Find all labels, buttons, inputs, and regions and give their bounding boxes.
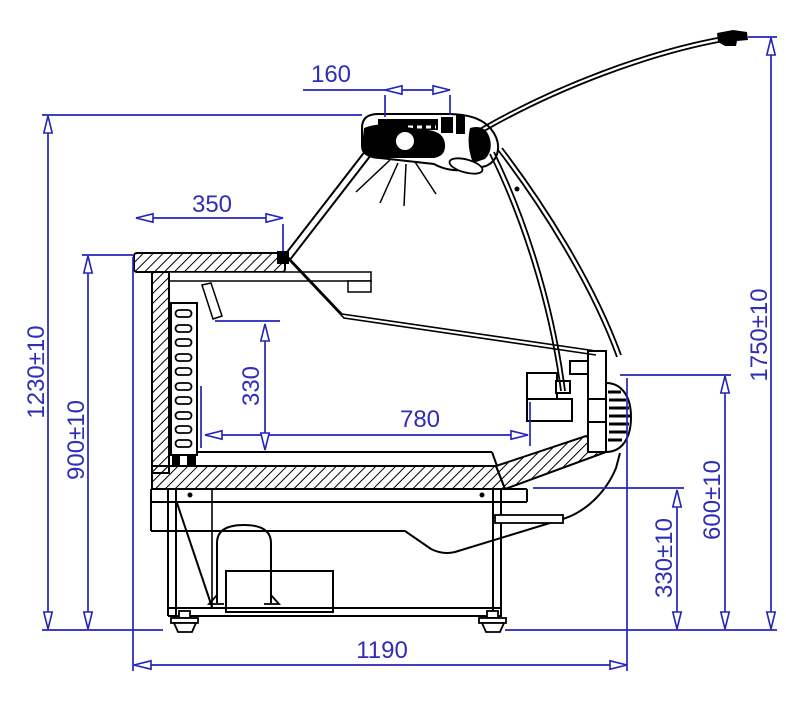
vent-grille: [170, 302, 198, 466]
lower-front-panel: [151, 452, 621, 554]
front-frame: [569, 350, 607, 453]
under-counter-step: [347, 280, 372, 293]
canopy-strut: [283, 149, 372, 262]
dim-350-label: 350: [192, 191, 232, 218]
dim-780-label: 780: [400, 406, 440, 433]
machine-box: [225, 570, 334, 613]
glass-handle: [717, 30, 748, 46]
counter-top-slab: [133, 252, 286, 273]
case-structure: [133, 30, 748, 633]
dim-160-label: 160: [311, 61, 351, 88]
dimension-labels: 160 350 330 780 1190 1230±10 900±10 330±…: [23, 61, 773, 664]
front-glass-closed: [489, 147, 622, 392]
front-grille-bar: [494, 514, 564, 524]
air-deflector: [201, 282, 223, 320]
adjustable-foot-right: [478, 610, 507, 633]
compressor: [206, 523, 282, 605]
dim-600-label: 600±10: [699, 460, 726, 540]
under-counter-panel: [168, 271, 372, 282]
dimension-lines: [42, 36, 777, 671]
dim-1230-label: 1230±10: [23, 325, 50, 418]
glass-clamp: [448, 157, 484, 175]
canopy: [355, 113, 500, 207]
deck: [151, 434, 609, 491]
adjustable-foot-left: [170, 610, 199, 633]
side-panel-edge: [287, 256, 597, 356]
light-rays: [355, 159, 437, 207]
dim-1750-label: 1750±10: [746, 288, 773, 381]
back-wall: [151, 271, 170, 474]
lamp-tube: [396, 132, 414, 150]
bumper-rail: [605, 381, 633, 454]
dim-1190-label: 1190: [356, 637, 408, 664]
glass-pivot-bracket: [468, 127, 491, 163]
front-step-blocks: [526, 372, 573, 422]
dim-330t-label: 330±10: [651, 518, 678, 598]
base-frame: [150, 488, 528, 617]
dim-900-label: 900±10: [63, 400, 90, 480]
dim-330-label: 330: [238, 366, 265, 406]
front-glass-open: [477, 30, 748, 135]
